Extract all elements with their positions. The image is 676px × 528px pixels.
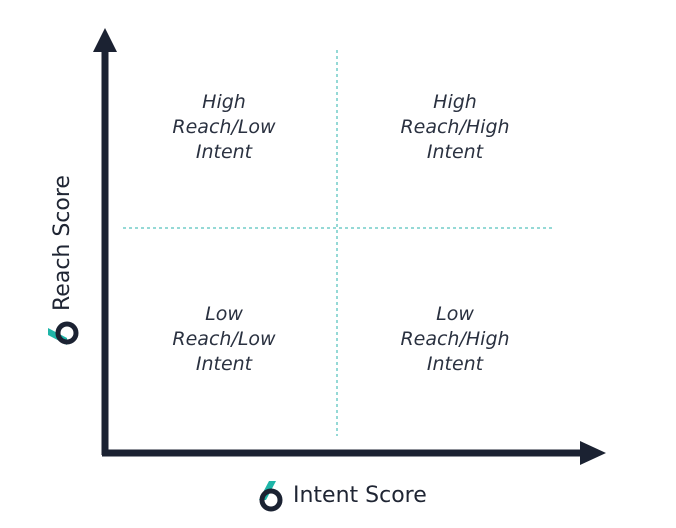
brand-logo-icon	[48, 321, 79, 345]
quadrant-line: Reach/High	[400, 328, 510, 350]
quadrant-line: Low	[436, 303, 474, 325]
quadrant-bottom-left: Low Reach/Low Intent	[139, 302, 309, 377]
x-axis-label: Intent Score	[255, 478, 427, 512]
quadrant-line: Intent	[195, 353, 253, 375]
quadrant-line: Intent	[426, 141, 484, 163]
x-axis-arrow	[580, 441, 606, 465]
brand-logo-icon	[259, 481, 283, 512]
quadrant-line: High	[433, 91, 477, 113]
y-axis-arrow	[93, 28, 117, 52]
y-axis-title: Reach Score	[49, 175, 75, 311]
quadrant-line: Reach/Low	[172, 328, 276, 350]
quadrant-line: Intent	[195, 141, 253, 163]
x-axis-title: Intent Score	[293, 482, 427, 508]
quadrant-top-left: High Reach/Low Intent	[139, 90, 309, 165]
quadrant-line: Reach/Low	[172, 116, 276, 138]
y-axis-label: Reach Score	[45, 175, 79, 349]
quadrant-top-right: High Reach/High Intent	[370, 90, 540, 165]
quadrant-line: Low	[205, 303, 243, 325]
quadrant-bottom-right: Low Reach/High Intent	[370, 302, 540, 377]
quadrant-line: Reach/High	[400, 116, 510, 138]
quadrant-line: Intent	[426, 353, 484, 375]
quadrant-line: High	[202, 91, 246, 113]
